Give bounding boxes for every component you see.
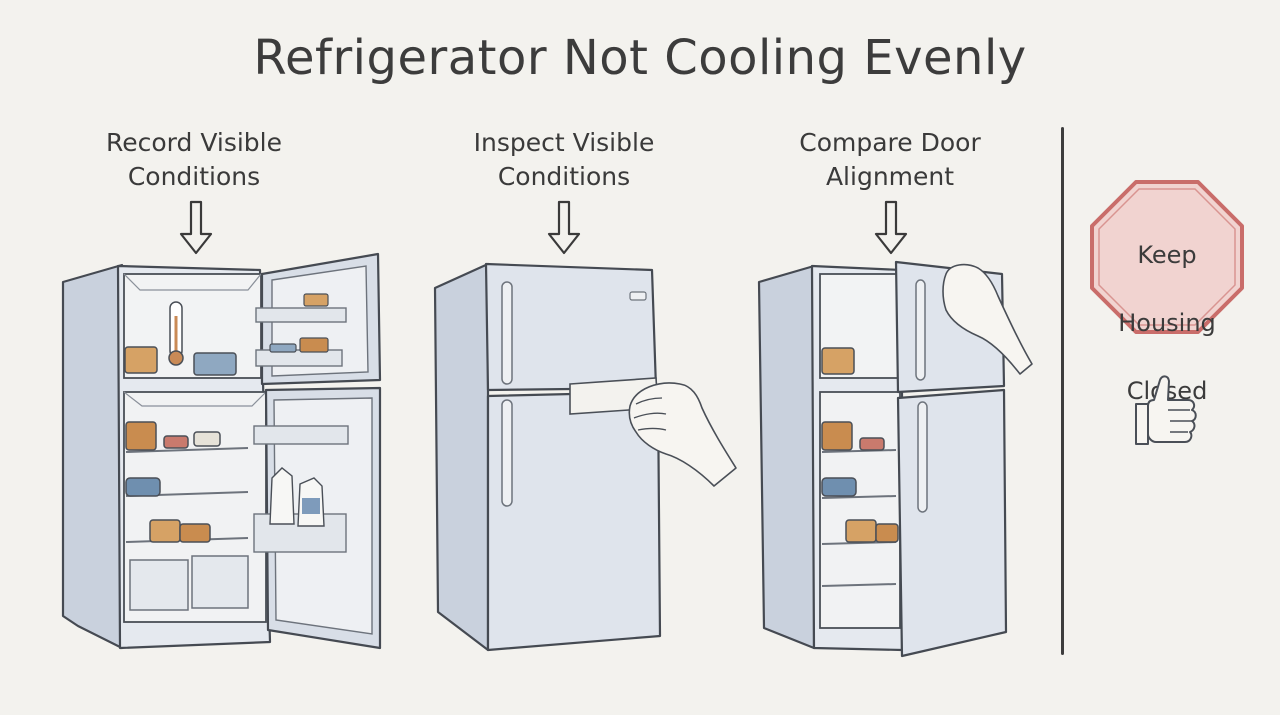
step-3-label-line2: Alignment (825, 162, 955, 191)
stop-sign-icon (1090, 180, 1244, 334)
open-refrigerator-illustration (61, 252, 382, 650)
step-2-label: Inspect Visible Conditions (434, 126, 694, 194)
step-3-label: Compare Door Alignment (760, 126, 1020, 194)
thumbs-up-icon (1135, 375, 1197, 445)
door-alignment-refrigerator-illustration (757, 260, 1033, 658)
page-title: Refrigerator Not Cooling Evenly (253, 30, 1027, 86)
step-2-label-line1: Inspect Visible (473, 128, 655, 157)
warning-line1: Keep (1137, 241, 1197, 269)
step-2-label-line2: Conditions (497, 162, 631, 191)
step-1-label-line2: Conditions (127, 162, 261, 191)
down-arrow-icon (547, 200, 581, 255)
section-divider (1061, 127, 1064, 655)
step-1-label-line1: Record Visible (106, 128, 282, 157)
closed-refrigerator-illustration (433, 262, 737, 652)
step-3-label-line1: Compare Door (799, 128, 981, 157)
step-1-label: Record Visible Conditions (64, 126, 324, 194)
warning-line2: Housing (1118, 309, 1216, 337)
thermometer-icon (168, 301, 184, 366)
down-arrow-icon (179, 200, 213, 255)
down-arrow-icon (874, 200, 908, 255)
